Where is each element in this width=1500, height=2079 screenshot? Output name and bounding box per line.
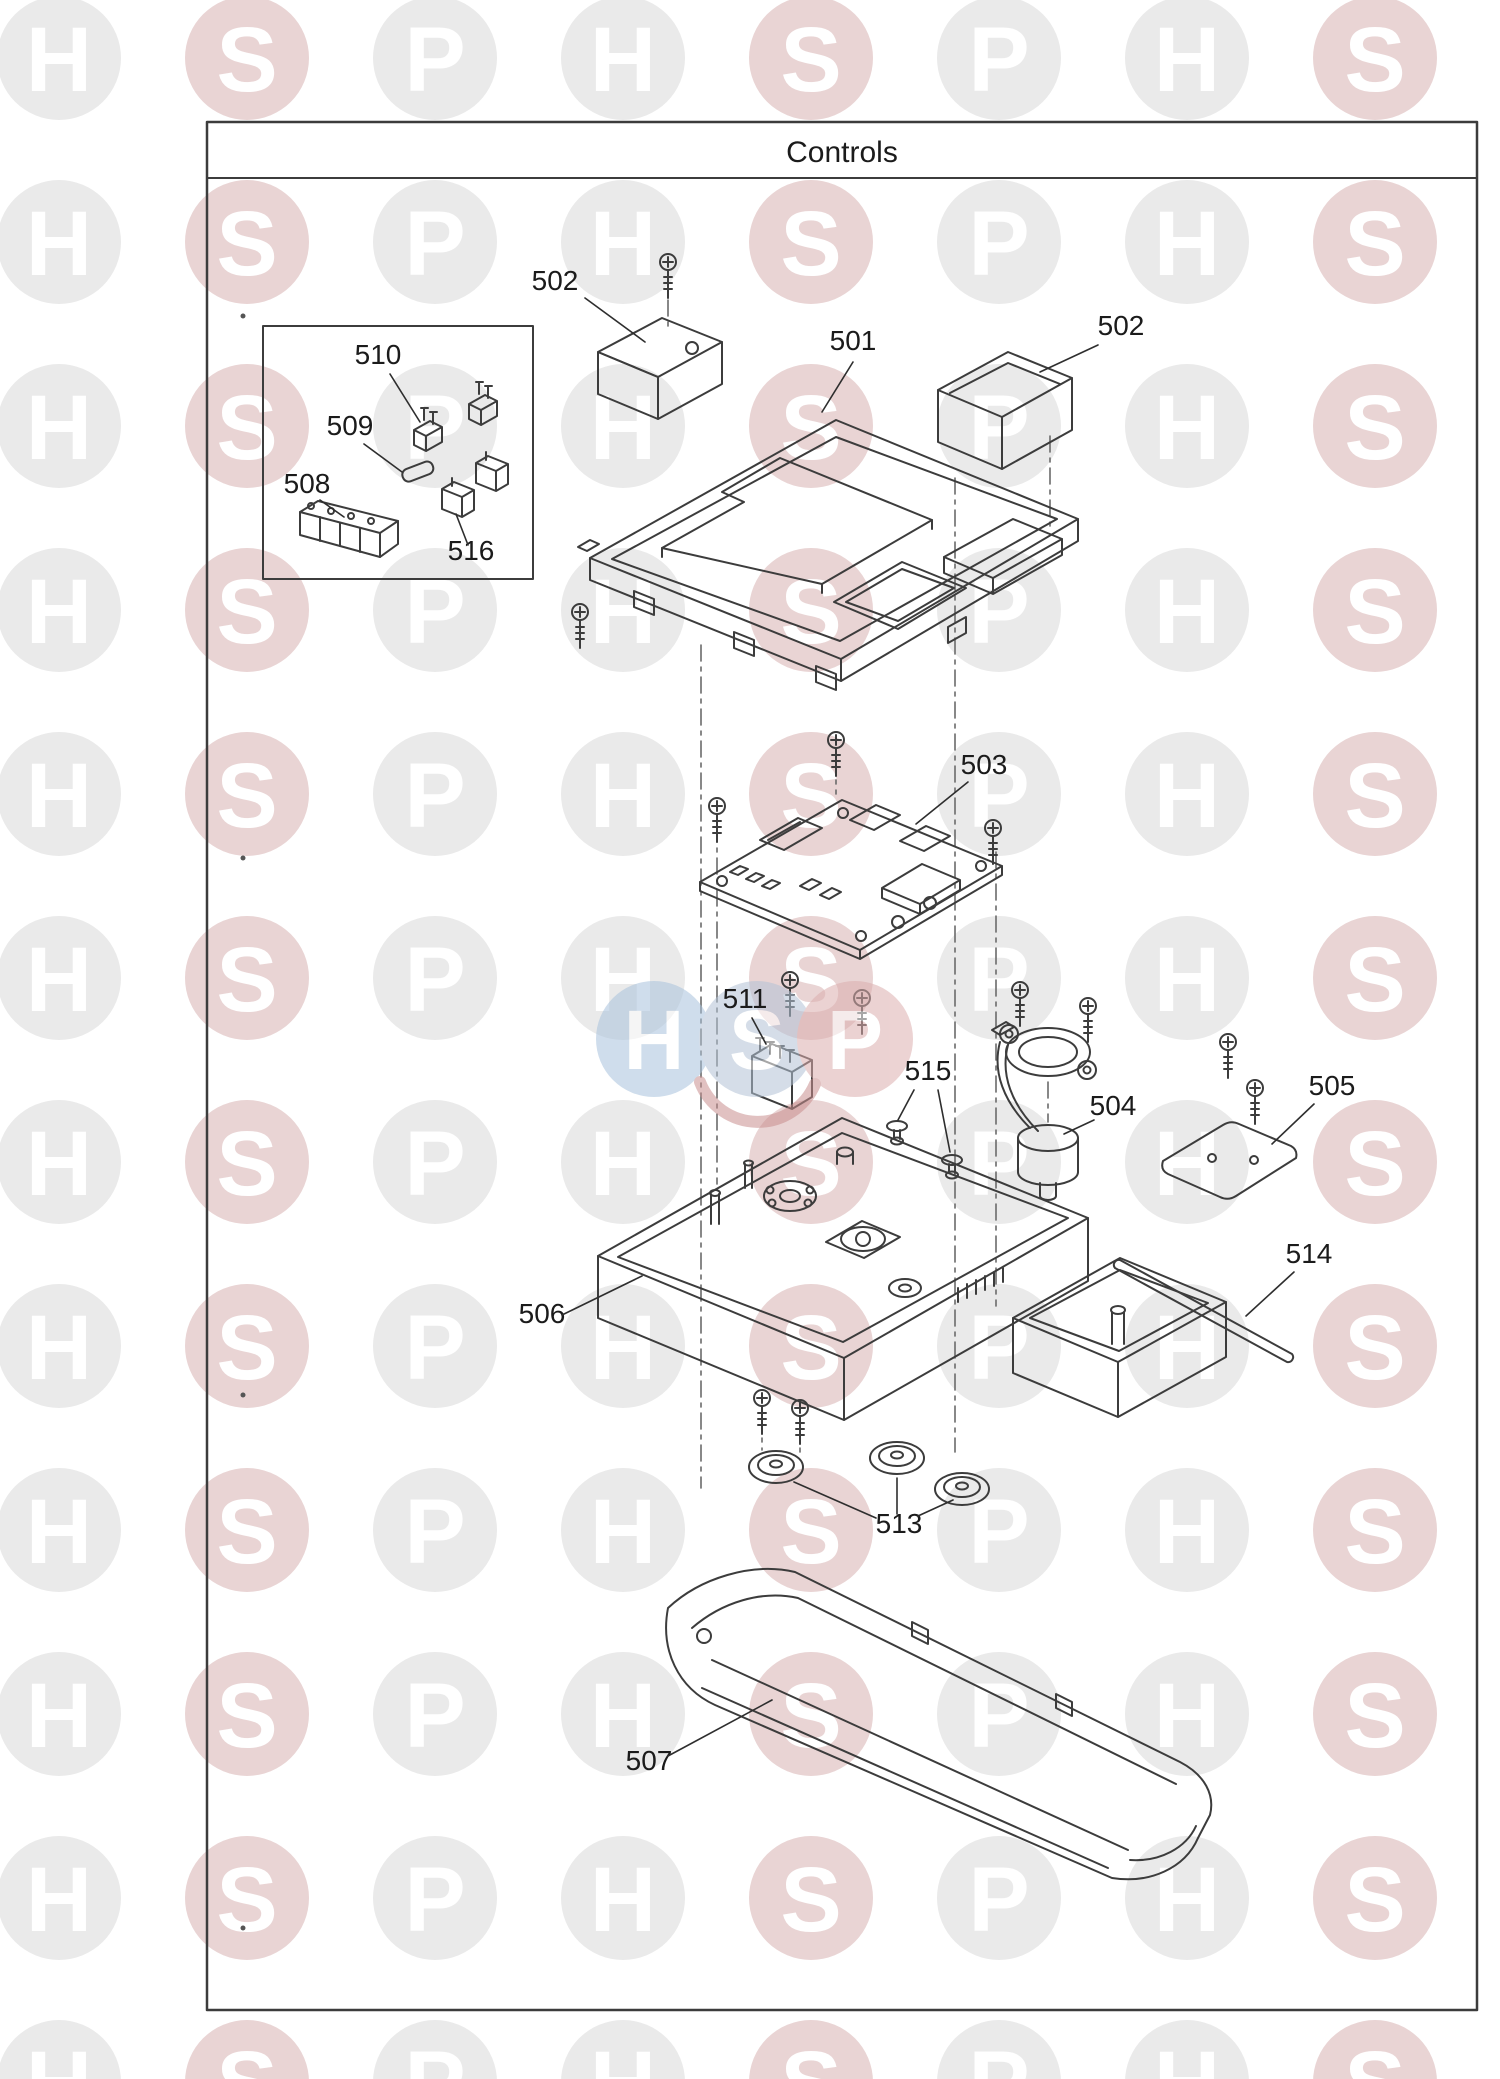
knob-icon: [869, 1441, 925, 1475]
label-502-left: 502: [532, 265, 579, 296]
inset-detail-box: [262, 325, 534, 580]
screw-icon: [1246, 1079, 1264, 1125]
part-sensor: [991, 981, 1097, 1201]
part-top-cover: [571, 419, 1079, 691]
label-509: 509: [327, 410, 374, 441]
logo-letter-s: S: [729, 993, 785, 1087]
leader-502-right: [1039, 344, 1099, 373]
leader-516: [455, 513, 469, 546]
logo-circle-s: [699, 981, 815, 1097]
label-503: 503: [961, 749, 1008, 780]
part-facia: [665, 1568, 1213, 1881]
label-514: 514: [1286, 1238, 1333, 1269]
logo-letter-p: P: [827, 993, 883, 1087]
label-515: 515: [905, 1055, 952, 1086]
part-knobs: [748, 1441, 990, 1506]
label-508: 508: [284, 468, 331, 499]
label-505: 505: [1309, 1070, 1356, 1101]
part-terminal-block: [299, 500, 399, 558]
logo-circle-h: [596, 981, 712, 1097]
screw-icon: [659, 253, 677, 299]
leader-511: [751, 1017, 767, 1045]
leader-505: [1271, 1103, 1315, 1145]
leader-508: [319, 499, 345, 518]
leader-502-left: [584, 297, 646, 343]
screw-icon: [708, 797, 726, 843]
screw-icon: [827, 731, 845, 777]
screw-icon: [1079, 997, 1097, 1043]
part-cover-small-right: [937, 351, 1073, 470]
part-rod: [1112, 1258, 1295, 1364]
part-cover-small-left: [597, 253, 723, 420]
knob-icon: [934, 1472, 990, 1506]
logo-circle-p: [797, 981, 913, 1097]
label-513: 513: [876, 1508, 923, 1539]
diagram-frame: [205, 120, 1479, 2012]
hsp-logo-watermark: H S P: [596, 981, 913, 1128]
label-502-right: 502: [1098, 310, 1145, 341]
logo-letter-h: H: [624, 993, 685, 1087]
screw-icon: [984, 819, 1002, 865]
leader-501: [821, 361, 854, 413]
part-pcb: [699, 731, 1003, 1035]
leader-510: [389, 373, 421, 423]
leader-513: [793, 1477, 954, 1519]
leader-514: [1245, 1271, 1295, 1317]
label-511: 511: [723, 983, 768, 1014]
leader-509: [363, 443, 403, 473]
diagram-title: Controls: [786, 136, 898, 169]
logo-swoosh: [694, 1076, 821, 1128]
label-507: 507: [626, 1745, 673, 1776]
leader-515: [897, 1089, 951, 1153]
label-516: 516: [448, 535, 495, 566]
label-506: 506: [519, 1298, 566, 1329]
inset-border: [262, 325, 534, 580]
label-504: 504: [1090, 1090, 1137, 1121]
diagram-artwork: Controls: [205, 120, 1479, 2012]
leader-504: [1063, 1119, 1095, 1135]
part-plate: [1161, 1033, 1298, 1200]
screw-icon: [1219, 1033, 1237, 1079]
screw-icon: [571, 603, 589, 649]
part-links: [441, 451, 509, 518]
leader-503: [915, 781, 969, 825]
leader-507: [667, 1699, 773, 1757]
part-clip: [413, 381, 498, 452]
label-501: 501: [830, 325, 877, 356]
part-rivets: [886, 1120, 963, 1180]
leader-506: [561, 1275, 643, 1316]
screw-icon: [753, 1389, 771, 1435]
screw-icon: [1011, 981, 1029, 1027]
part-housing: [597, 1117, 1227, 1445]
screw-icon: [791, 1399, 809, 1445]
margin-dots: [240, 313, 246, 1931]
alignment-centerlines: [700, 435, 1051, 1489]
part-fuse: [401, 460, 435, 483]
label-510: 510: [355, 339, 402, 370]
knob-icon: [748, 1450, 804, 1484]
part-labels: 502 501 502 510 509 508 516 503 511 51: [284, 265, 1356, 1776]
